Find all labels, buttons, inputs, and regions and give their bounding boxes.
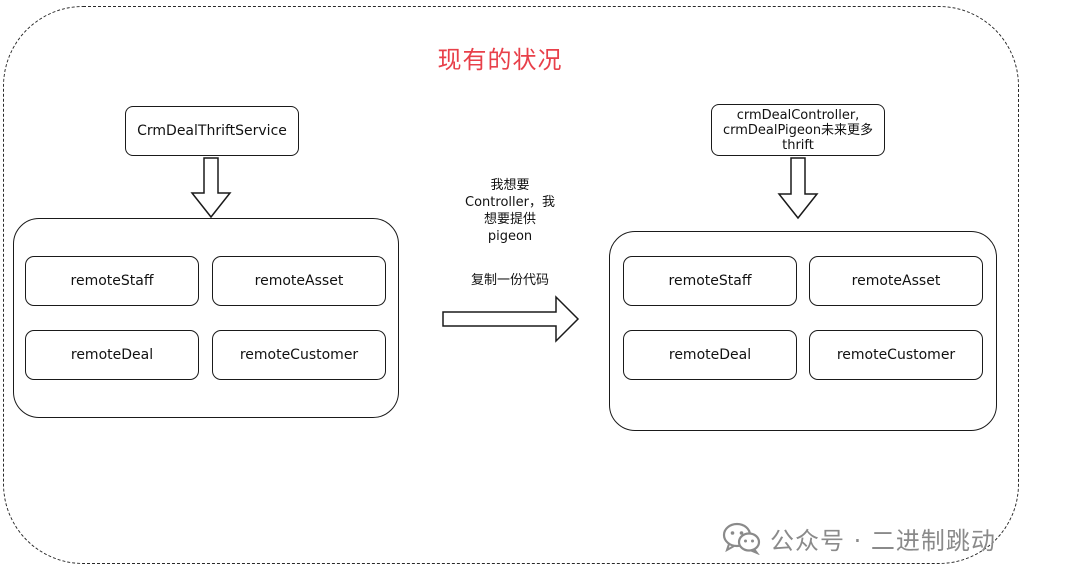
- watermark-text: 公众号 · 二进制跳动: [770, 526, 996, 555]
- watermark: 公众号 · 二进制跳动: [722, 518, 996, 558]
- right-item-remote-staff: remoteStaff: [623, 256, 797, 306]
- left-service-label: CrmDealThriftService: [137, 122, 287, 139]
- right-service-line-2: crmDealPigeon未来更多: [722, 122, 874, 138]
- left-container: [13, 218, 399, 418]
- dashed-frame: [3, 6, 1019, 564]
- left-down-arrow: [190, 157, 232, 219]
- note-line-1: 我想要: [490, 178, 530, 193]
- copy-code-label: 复制一份代码: [470, 273, 549, 288]
- middle-note: 我想要 Controller，我 想要提供 pigeon: [440, 177, 580, 245]
- note-line-2: Controller，我: [465, 195, 555, 210]
- right-item-remote-customer: remoteCustomer: [809, 330, 983, 380]
- diagram-title: 现有的状况: [437, 46, 563, 74]
- note-line-3: 想要提供: [483, 212, 536, 227]
- copy-right-arrow: [442, 295, 580, 343]
- right-service-line-1: crmDealController,: [736, 107, 860, 123]
- left-item-remote-customer: remoteCustomer: [212, 330, 386, 380]
- right-service-box: crmDealController, crmDealPigeon未来更多 thr…: [711, 104, 885, 156]
- right-down-arrow: [777, 157, 819, 220]
- left-item-remote-staff: remoteStaff: [25, 256, 199, 306]
- left-service-box: CrmDealThriftService: [125, 106, 299, 156]
- note-line-4: pigeon: [487, 229, 533, 244]
- left-item-remote-deal: remoteDeal: [25, 330, 199, 380]
- right-item-remote-deal: remoteDeal: [623, 330, 797, 380]
- wechat-icon: [722, 522, 761, 555]
- right-service-line-3: thrift: [782, 137, 814, 153]
- left-item-remote-asset: remoteAsset: [212, 256, 386, 306]
- right-item-remote-asset: remoteAsset: [809, 256, 983, 306]
